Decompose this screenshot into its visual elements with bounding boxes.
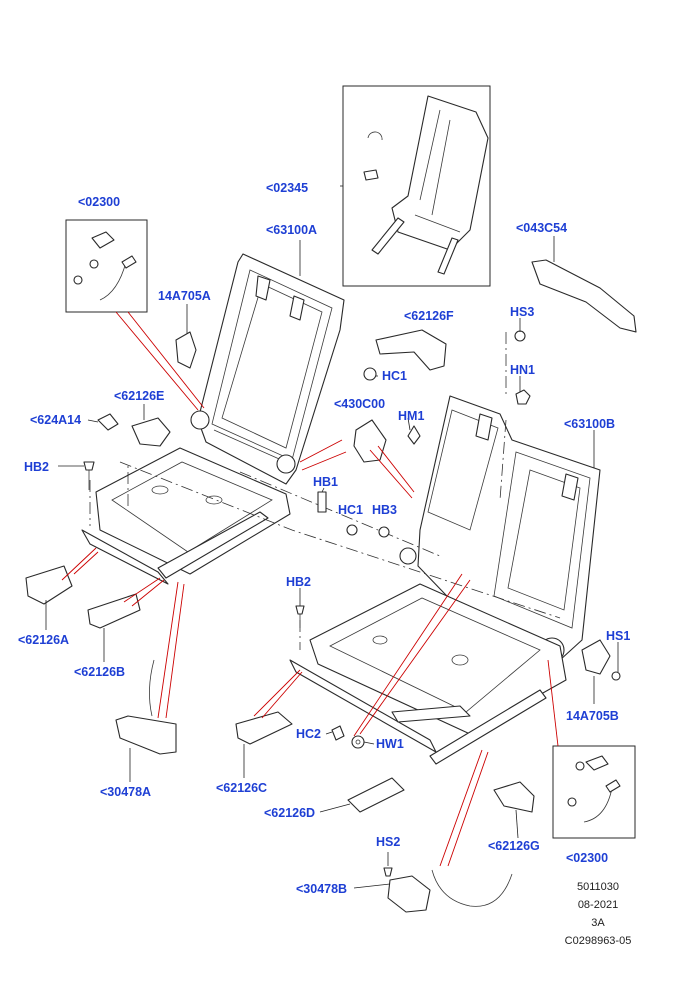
reference-code: C0298963-05 — [565, 935, 632, 947]
label-hc2: HC2 — [296, 727, 321, 741]
seat-back-frame-left — [190, 253, 345, 485]
label-62126a: <62126A — [18, 633, 69, 647]
label-14a705a: 14A705A — [158, 289, 211, 303]
label-430c00: <430C00 — [334, 397, 385, 411]
small-parts — [25, 259, 637, 913]
label-14a705b: 14A705B — [566, 709, 619, 723]
label-63100b: <63100B — [564, 417, 615, 431]
label-02300-top: <02300 — [78, 195, 120, 209]
label-30478a: <30478A — [100, 785, 151, 799]
seat-cushion-frame-left — [81, 447, 291, 585]
part-labels: <02345 <02300 <63100A <043C54 14A705A <6… — [18, 181, 630, 896]
label-30478b: <30478B — [296, 882, 347, 896]
reference-revision: 3A — [591, 917, 605, 929]
label-hb3: HB3 — [372, 503, 397, 517]
inset-box-02345 — [340, 85, 491, 287]
diagram-reference-block: 5011030 08-2021 3A C0298963-05 — [565, 881, 632, 947]
label-02300-bottom: <02300 — [566, 851, 608, 865]
label-63100a: <63100A — [266, 223, 317, 237]
label-62126f: <62126F — [404, 309, 454, 323]
label-hs1: HS1 — [606, 629, 630, 643]
label-hc1-mid: HC1 — [338, 503, 363, 517]
label-hn1: HN1 — [510, 363, 535, 377]
label-624a14: <624A14 — [30, 413, 81, 427]
inset-box-02300-bottom — [552, 745, 636, 839]
label-hb2-mid: HB2 — [286, 575, 311, 589]
leader-lines — [45, 236, 619, 889]
callout-lines — [61, 311, 559, 867]
reference-date: 08-2021 — [578, 899, 618, 911]
label-hc1-top: HC1 — [382, 369, 407, 383]
label-62126g: <62126G — [488, 839, 540, 853]
label-62126d: <62126D — [264, 806, 315, 820]
label-62126c: <62126C — [216, 781, 267, 795]
label-62126e: <62126E — [114, 389, 164, 403]
label-hw1: HW1 — [376, 737, 404, 751]
label-hb1: HB1 — [313, 475, 338, 489]
label-hs3: HS3 — [510, 305, 534, 319]
label-02345: <02345 — [266, 181, 308, 195]
reference-number: 5011030 — [577, 881, 619, 893]
seat-cushion-frame-right — [289, 583, 567, 765]
label-62126b: <62126B — [74, 665, 125, 679]
inset-box-02300-top — [65, 219, 148, 313]
alignment-lines — [89, 332, 561, 650]
label-043c54: <043C54 — [516, 221, 567, 235]
label-hs2: HS2 — [376, 835, 400, 849]
label-hb2-left: HB2 — [24, 460, 49, 474]
label-hm1: HM1 — [398, 409, 424, 423]
